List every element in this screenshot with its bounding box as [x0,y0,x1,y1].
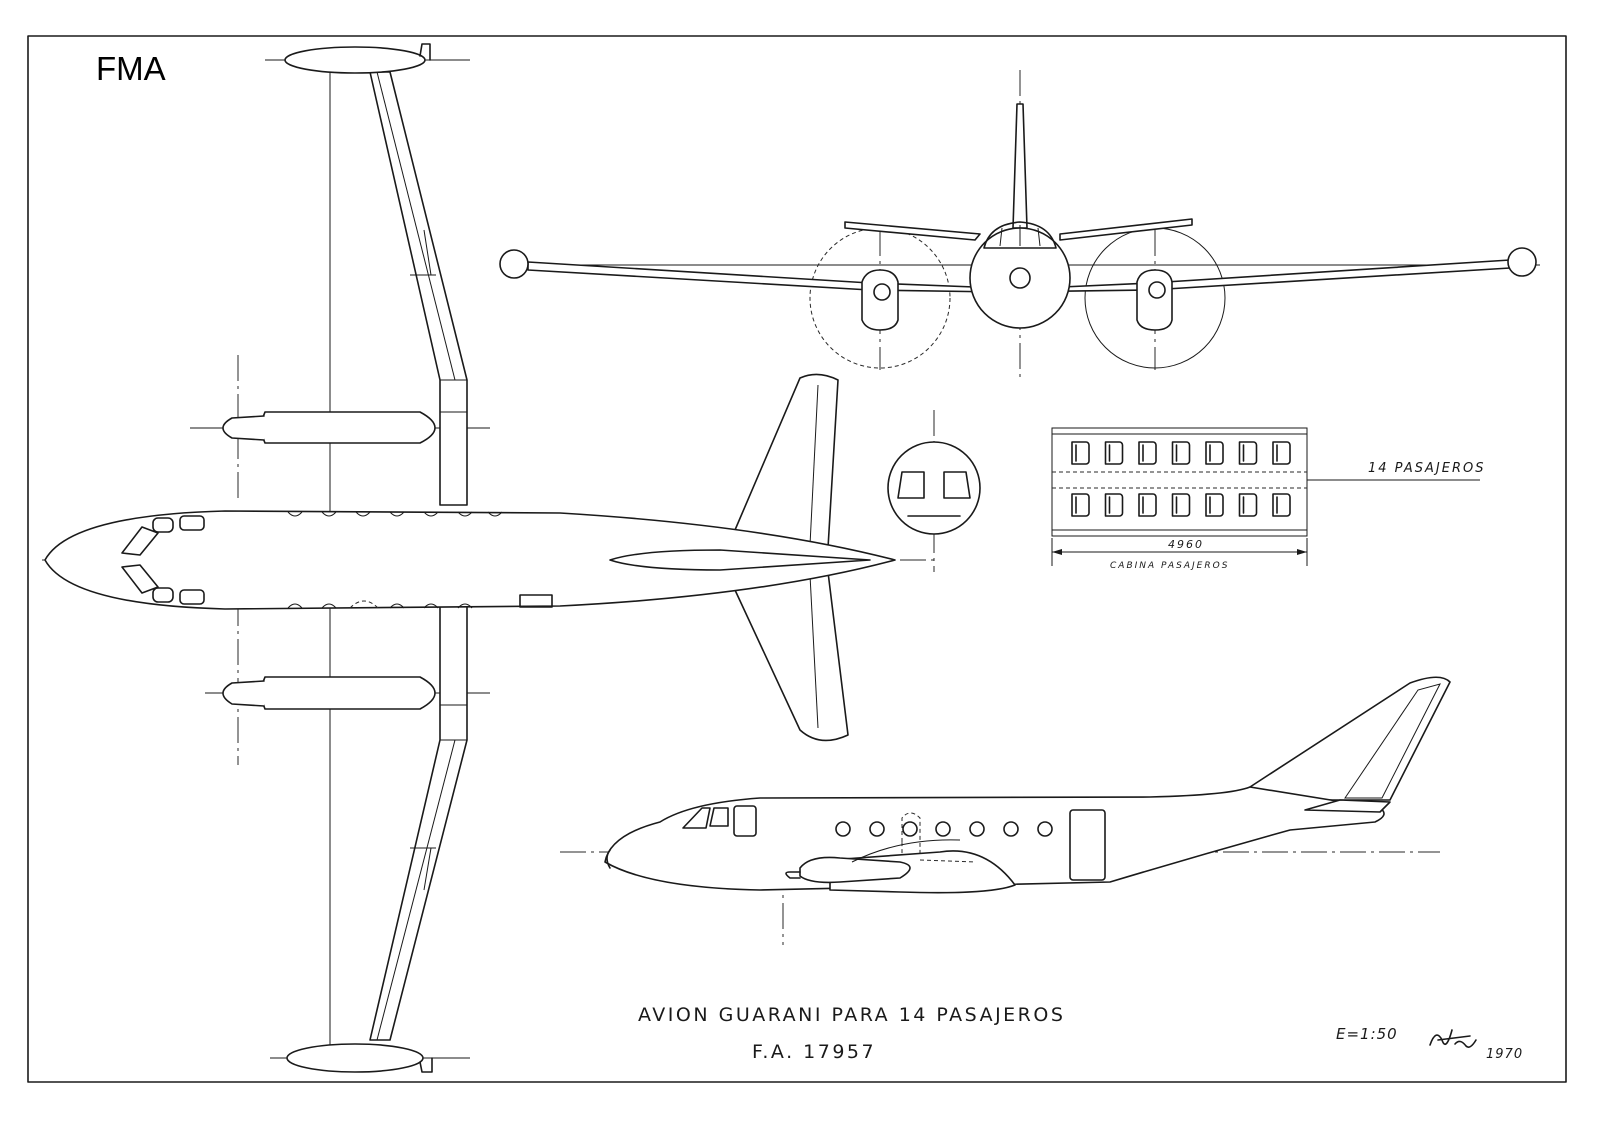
upper-nacelle [260,411,436,444]
drawing-title: AVION GUARANI PARA 14 PASAJEROS [638,1004,1065,1026]
upper-tip-tank [284,46,426,74]
title-block: AVION GUARANI PARA 14 PASAJEROS F.A. 179… [638,1004,1523,1063]
drawing-frame [27,35,1567,1083]
seat-icon [1272,441,1291,465]
upper-spinner [222,415,265,441]
lower-spinner [222,680,265,707]
cabin-seating-plan: 14 PASAJEROS 4960 CABINA PASAJEROS [1051,427,1485,571]
cabin-length-label: CABINA PASAJEROS [1110,561,1229,571]
drawing-scale: E=1:50 [1336,1025,1398,1043]
drawing-number: F.A. 17957 [752,1041,876,1063]
seat-row-lower [1071,493,1291,517]
seat-icon [1205,441,1224,465]
lower-nacelle [260,676,436,710]
passengers-label: 14 PASAJEROS [1368,461,1485,476]
top-view [42,43,935,1073]
lower-stabilizer [734,571,849,742]
side-view [560,676,1451,945]
seat-icon [1104,441,1124,465]
cabin-length-value: 4960 [1168,538,1204,551]
seat-icon [1071,493,1090,517]
upper-stabilizer [734,373,839,549]
lower-tip-tank [286,1043,424,1073]
seat-icon [1171,493,1191,517]
seat-row-upper [1071,441,1291,465]
seat-icon [1071,441,1090,465]
cabin-cross-section [887,410,981,572]
seat-icon [1238,441,1258,465]
signature [1429,1029,1477,1048]
fuselage-plan [44,510,896,610]
seat-icon [1171,441,1191,465]
signature-year: 1970 [1486,1047,1523,1062]
seat-icon [1104,493,1124,517]
brand-label: FMA [96,50,166,87]
seat-icon [1272,493,1291,517]
seat-icon [1138,493,1157,517]
lower-wing [369,604,468,1041]
seat-icon [1138,441,1157,465]
front-view [499,70,1540,380]
seat-icon [1238,493,1258,517]
seat-icon [1205,493,1224,517]
